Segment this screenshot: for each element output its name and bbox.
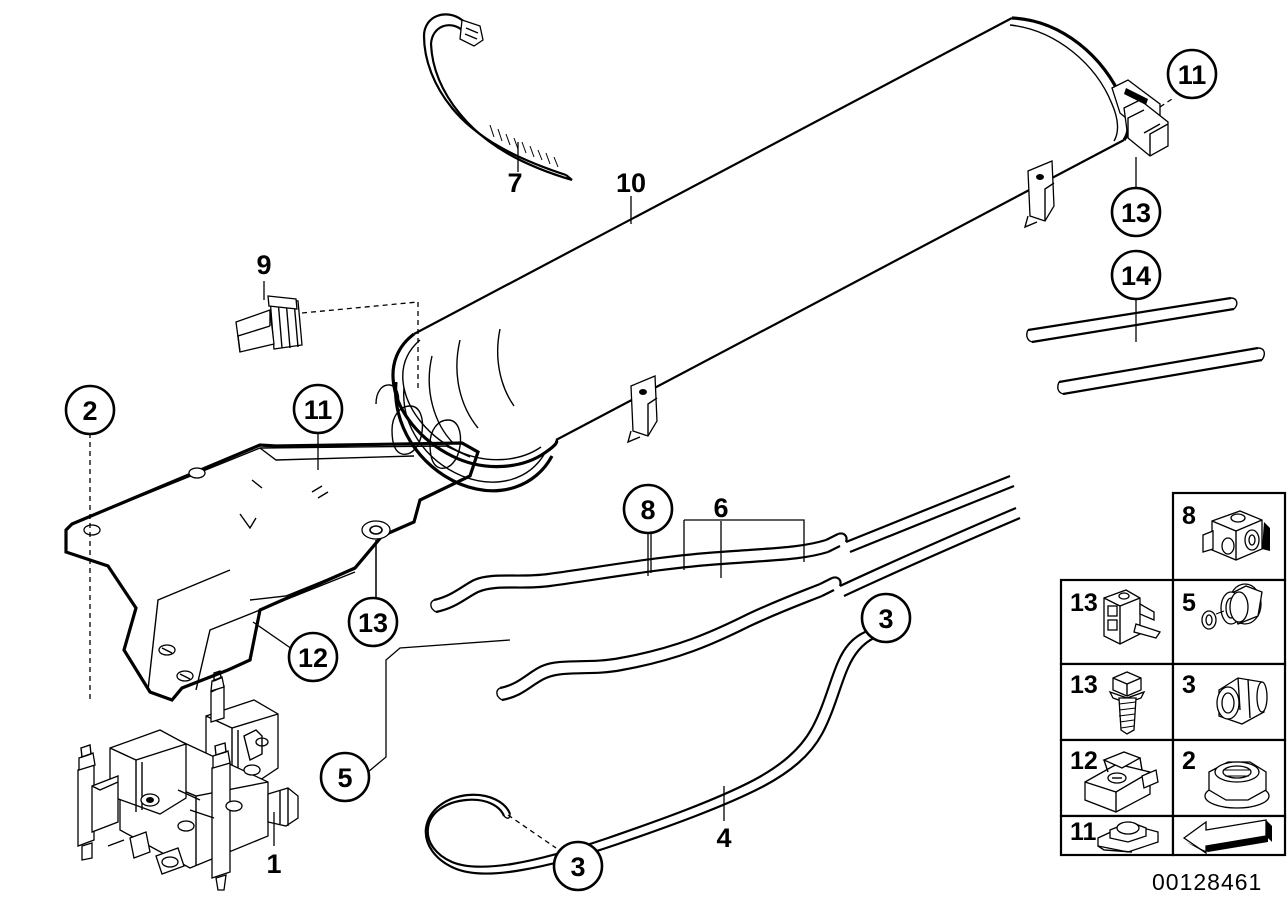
callout-12-spring-clip[interactable]: 12 [287,631,339,683]
callout-ring [347,596,399,648]
callout-13-bracket-upper[interactable]: 13 [1110,186,1162,238]
direction-arrow-icon [1182,819,1272,855]
callout-11-clip-nut-shield[interactable]: 11 [292,383,344,435]
callout-ring [64,384,116,436]
callout-ring [622,483,674,535]
callout-ring [1110,249,1162,301]
callout-ring [1166,48,1218,100]
callout-ring [287,631,339,683]
legend-label: 5 [1182,589,1196,617]
part-14-rails [1026,296,1266,396]
callout-7-cable-tie[interactable]: 7 [507,168,522,198]
part-4-hose [424,629,877,875]
callout-5-connector[interactable]: 5 [319,751,371,803]
callout-label: 2 [82,396,97,426]
callout-8-coupling[interactable]: 8 [622,483,674,535]
icon-clip-nut-11 [1097,821,1159,853]
callout-label: 6 [713,493,728,523]
part-number: 00128461 [1152,869,1262,895]
callout-2-flange-nut[interactable]: 2 [64,384,116,436]
part-1-valve-block [77,670,299,891]
callout-label: 5 [337,763,352,793]
callout-3-union-upper[interactable]: 3 [860,592,912,644]
callout-label: 9 [256,250,271,280]
callout-label: 4 [716,823,731,853]
legend-label: 11 [1070,818,1097,846]
legend-panel: 8 13 5 [1059,491,1287,895]
callout-ring [552,840,604,892]
icon-bolt-13 [1108,671,1146,735]
callout-label: 1 [266,849,281,879]
callout-label: 7 [507,168,522,198]
callout-label: 12 [298,643,328,673]
callout-label: 8 [640,495,655,525]
legend-label: 3 [1182,671,1196,699]
part-9-pressure-sensor [235,281,419,390]
legend-label: 13 [1070,671,1098,699]
callout-14-rails[interactable]: 14 [1110,249,1162,301]
callout-label: 10 [616,168,646,198]
icon-flange-nut-2 [1204,761,1270,809]
callout-label: 3 [570,852,585,882]
legend-label: 13 [1070,589,1098,617]
callout-9-sensor[interactable]: 9 [256,250,271,280]
callout-13-screw-shield[interactable]: 13 [347,596,399,648]
callout-label: 14 [1121,261,1151,291]
icon-coupling-8 [1202,510,1270,561]
part-6-pipe-set [430,474,1021,702]
icon-clip-13 [1103,589,1162,645]
callout-10-pressure-tank[interactable]: 10 [616,168,646,198]
icon-union-nut-3 [1216,677,1268,725]
callout-11-clip-nut-upper[interactable]: 11 [1166,48,1218,100]
callout-ring [319,751,371,803]
callout-group: 7 10 11 13 14 9 2 11 13 [64,48,1218,892]
icon-connector-5 [1201,583,1263,630]
legend-label: 12 [1070,747,1098,775]
icon-spring-clip-12 [1084,751,1159,813]
callout-label: 11 [304,395,333,425]
callout-ring [292,383,344,435]
part-13-bracket-tank-end [1111,79,1173,190]
callout-label: 13 [1121,198,1151,228]
part-12-shield-plate [64,433,480,702]
callout-3-union-lower[interactable]: 3 [552,840,604,892]
callout-label: 11 [1178,60,1207,90]
callout-1-valve-block[interactable]: 1 [266,849,281,879]
callout-label: 3 [878,604,893,634]
legend-label: 8 [1182,502,1196,530]
callout-4-hose[interactable]: 4 [716,823,731,853]
part-10-pressure-tank [375,16,1130,493]
callout-ring [1110,186,1162,238]
callout-6-pipe-set[interactable]: 6 [713,493,728,523]
legend-label: 2 [1182,747,1196,775]
part-7-cable-tie [422,13,573,182]
callout-label: 13 [358,608,388,638]
callout-ring [860,592,912,644]
